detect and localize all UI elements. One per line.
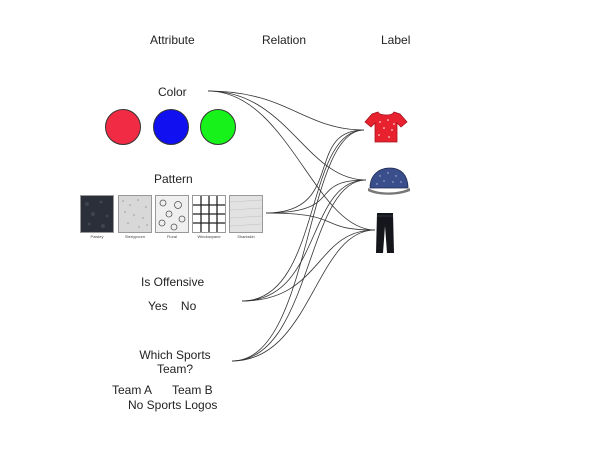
- relation-edge: [265, 129, 365, 214]
- sharkskin-label: Sharkskin: [237, 234, 255, 239]
- relation-edge: [207, 90, 376, 231]
- attribute-header: Attribute: [150, 33, 195, 47]
- speckle-pattern-icon: [118, 195, 152, 233]
- no-sports-logos-option: No Sports Logos: [128, 398, 218, 412]
- color-title: Color: [158, 85, 187, 99]
- black-pants-icon: [376, 213, 394, 253]
- offensive-title: Is Offensive: [141, 275, 205, 289]
- sports-title-line1: Which Sports: [139, 348, 211, 362]
- red-shirt-icon: [364, 111, 408, 143]
- sharkskin-pattern-icon: [229, 195, 263, 233]
- relation-edge: [231, 129, 365, 362]
- floral-label: Floral: [166, 234, 177, 239]
- windowpane-pattern-icon: [192, 195, 226, 233]
- relation-edge: [207, 90, 367, 181]
- blue-color-swatch: [153, 109, 189, 145]
- relation-edge: [231, 179, 367, 362]
- speckle-label: Sterlypcorn: [124, 234, 146, 239]
- relation-edge: [265, 179, 367, 214]
- relation-edge: [207, 90, 365, 131]
- relation-edge: [241, 229, 376, 302]
- relation-edge: [231, 229, 376, 362]
- relation-edge: [241, 129, 365, 302]
- label-header: Label: [381, 33, 411, 47]
- sports-title-line2: Team?: [156, 362, 194, 376]
- team-b-option: Team B: [172, 383, 213, 397]
- green-color-swatch: [200, 109, 236, 145]
- relation-edge: [265, 212, 376, 231]
- paisley-pattern-icon: [80, 195, 114, 233]
- team-a-option: Team A: [112, 383, 153, 397]
- pattern-title: Pattern: [154, 172, 193, 186]
- floral-pattern-icon: [155, 195, 189, 233]
- windowpane-label: Windowpane: [197, 234, 221, 239]
- relation-edge: [241, 179, 367, 302]
- red-color-swatch: [105, 109, 141, 145]
- blue-cap-icon: [368, 167, 410, 195]
- relation-header: Relation: [262, 33, 307, 47]
- offensive-options: Yes No: [148, 299, 197, 313]
- paisley-label: Paisley: [90, 234, 104, 239]
